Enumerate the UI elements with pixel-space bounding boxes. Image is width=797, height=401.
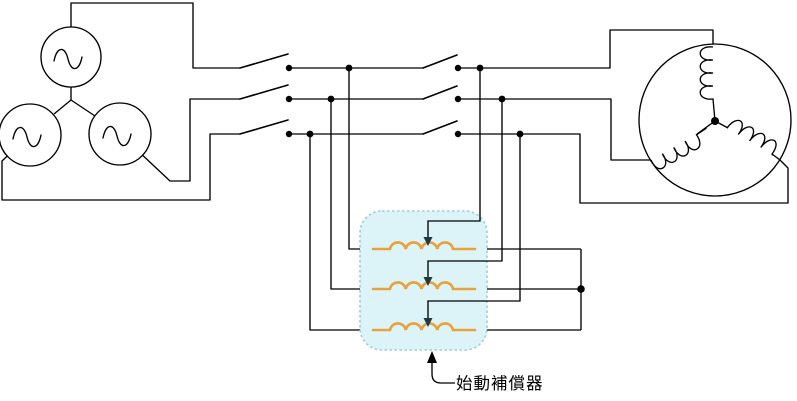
starter-coil-2 <box>371 281 477 291</box>
tap-arrow-icon-2 <box>423 277 433 286</box>
switch-contact-dot <box>454 64 462 72</box>
sine-icon <box>12 126 42 148</box>
wire-drop-line3-to-coil3 <box>309 134 373 331</box>
junction-dot <box>327 95 335 103</box>
switch-blade-starter-phase1 <box>422 54 458 69</box>
switch-blade-main-phase3 <box>239 119 289 135</box>
tap-wire-1 <box>427 68 481 239</box>
three-phase-source <box>0 26 152 167</box>
ac-source-3 <box>88 102 152 166</box>
motor-winding-right <box>726 119 777 156</box>
switch-blade-starter-phase2 <box>422 85 458 100</box>
tap-arrow-icon-1 <box>423 237 433 246</box>
motor-neutral-dot <box>711 117 719 125</box>
sine-icon <box>53 48 83 70</box>
wire-source3-to-line2 <box>142 98 240 182</box>
ac-source-2-circle <box>0 103 62 167</box>
tap-wire-3 <box>427 134 521 320</box>
starter-coil-1 <box>371 241 477 251</box>
switch-contact-dot <box>454 95 462 103</box>
compensator-annotation: 始動補償器 <box>427 351 544 393</box>
label-leader-line <box>431 362 455 384</box>
ac-source-3-circle <box>88 102 152 166</box>
wire-drop-line2-to-coil2 <box>330 99 373 290</box>
switch-contact-dot <box>285 64 293 72</box>
switch-contact-dot <box>285 95 293 103</box>
tap-arrowheads <box>423 237 433 327</box>
switch-blade-main-phase1 <box>239 53 289 69</box>
switch-blade-main-phase2 <box>239 84 289 100</box>
junction-dot <box>577 285 585 293</box>
label-arrow-icon <box>427 351 437 363</box>
junction-dot <box>345 64 353 72</box>
junction-dot <box>498 95 506 103</box>
wire-line1 <box>289 29 714 69</box>
switch-blade-starter-phase3 <box>422 120 458 135</box>
tap-arrow-icon-3 <box>423 318 433 327</box>
ac-source-2 <box>0 103 62 167</box>
sine-icon <box>102 125 132 147</box>
switch-bank-starter <box>422 54 458 135</box>
wire-star-connection <box>53 87 96 117</box>
junction-dot <box>476 64 484 72</box>
junction-dot <box>306 130 314 138</box>
motor-winding-top <box>699 46 716 122</box>
starter-coils <box>371 241 477 332</box>
motor-winding-left <box>650 127 707 170</box>
junction-dot <box>516 130 524 138</box>
switch-contact-dot <box>285 130 293 138</box>
starter-coil-3 <box>371 322 477 332</box>
switch-contact-dot <box>454 130 462 138</box>
motor <box>638 43 792 197</box>
wire-source1-to-line1 <box>70 2 240 69</box>
wire-source2-to-line3 <box>1 133 240 201</box>
ac-source-1-circle <box>40 26 102 88</box>
wire-line2 <box>289 98 651 161</box>
junction-dots <box>285 64 585 293</box>
tap-connections <box>423 68 521 327</box>
switch-bank-main <box>239 53 289 135</box>
compensator-label: 始動補償器 <box>456 374 544 393</box>
tap-wire-2 <box>427 99 503 279</box>
ac-source-1 <box>40 26 102 88</box>
